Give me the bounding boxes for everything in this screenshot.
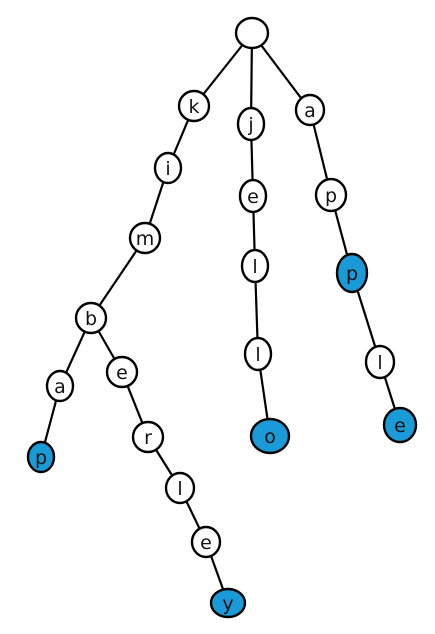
node-circle — [238, 178, 268, 214]
trie-node-j-l1: l — [240, 248, 270, 284]
terminal-node-circle — [209, 587, 247, 619]
node-label-k-l: l — [177, 478, 182, 500]
trie-node-a-e: e — [382, 406, 418, 444]
node-label-j: j — [247, 114, 253, 136]
node-circle — [45, 369, 75, 403]
node-label-j-o: o — [264, 426, 276, 448]
node-label-k: k — [188, 96, 199, 118]
node-circle — [234, 16, 270, 50]
node-label-a-p2: p — [346, 263, 358, 285]
node-circle — [105, 355, 139, 389]
node-circle — [240, 248, 270, 284]
node-circle — [128, 221, 162, 255]
node-circle — [294, 93, 326, 127]
node-label-k-a: a — [54, 376, 66, 398]
node-label-k-y: y — [222, 593, 233, 615]
node-circle — [131, 420, 165, 454]
nodes-layer: k i m b a p e r l e y j e l l o a p p l e — [26, 16, 418, 619]
node-label-a-p1: p — [325, 185, 337, 207]
node-circle — [177, 89, 211, 123]
node-label-a-e: e — [394, 415, 406, 437]
trie-node-j-e: e — [238, 178, 268, 214]
trie-node-a: a — [294, 93, 326, 127]
trie-node-root — [234, 16, 270, 50]
node-label-j-l2: l — [255, 344, 260, 366]
trie-node-k-m: m — [128, 221, 162, 255]
node-label-j-e: e — [247, 186, 259, 208]
node-label-k-i: i — [165, 158, 170, 180]
trie-node-k-i: i — [153, 151, 183, 185]
trie-node-k: k — [177, 89, 211, 123]
node-circle — [190, 525, 222, 559]
trie-node-k-e: e — [105, 355, 139, 389]
trie-node-a-p2: p — [335, 252, 369, 294]
node-circle — [314, 177, 348, 213]
node-label-k-e2: e — [200, 532, 212, 554]
terminal-node-circle — [26, 440, 56, 474]
trie-node-a-l: l — [364, 344, 396, 380]
terminal-node-circle — [249, 417, 291, 455]
node-circle — [153, 151, 183, 185]
node-label-a: a — [304, 100, 316, 122]
trie-node-k-p: p — [26, 440, 56, 474]
trie-node-k-l: l — [164, 471, 196, 505]
node-label-j-l1: l — [252, 256, 257, 278]
node-circle — [243, 336, 273, 372]
trie-node-j: j — [236, 106, 266, 142]
node-label-k-p: p — [35, 447, 47, 469]
trie-node-a-p1: p — [314, 177, 348, 213]
trie-node-k-r: r — [131, 420, 165, 454]
trie-node-k-y: y — [209, 587, 247, 619]
terminal-node-circle — [382, 406, 418, 444]
node-circle — [164, 471, 196, 505]
trie-node-j-o: o — [249, 417, 291, 455]
node-circle — [364, 344, 396, 380]
node-circle — [236, 106, 266, 142]
trie-node-j-l2: l — [243, 336, 273, 372]
node-label-k-r: r — [144, 427, 152, 449]
node-label-k-e: e — [116, 362, 128, 384]
terminal-node-circle — [335, 252, 369, 294]
node-label-k-m: m — [136, 228, 155, 250]
trie-node-k-a: a — [45, 369, 75, 403]
node-label-a-l: l — [377, 352, 382, 374]
trie-node-k-e2: e — [190, 525, 222, 559]
node-label-k-b: b — [85, 308, 97, 330]
node-circle — [74, 301, 108, 335]
trie-node-k-b: b — [74, 301, 108, 335]
